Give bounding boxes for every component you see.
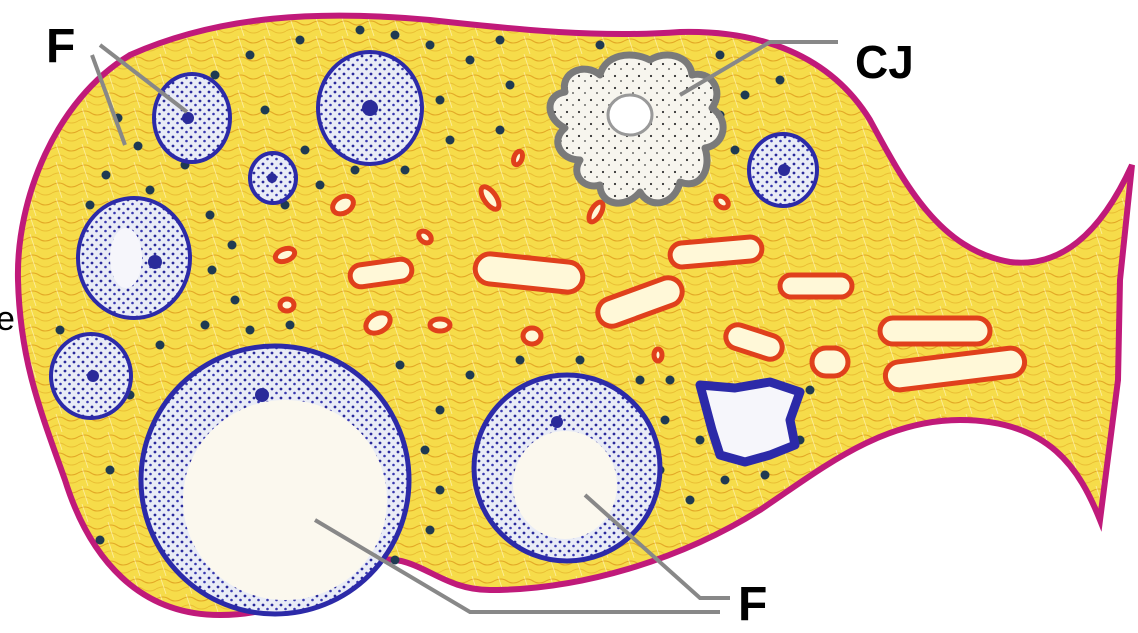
antral-follicle-large xyxy=(141,346,409,614)
atretic-follicle xyxy=(700,382,800,462)
label-edge-fragment: e xyxy=(0,300,15,338)
label-corpus: CJ xyxy=(855,36,914,88)
follicle-antrum xyxy=(110,228,142,288)
label-follicle-top-left: F xyxy=(46,20,75,73)
antral-follicle-medium xyxy=(474,375,660,561)
label-follicle-bottom: F xyxy=(738,578,767,631)
